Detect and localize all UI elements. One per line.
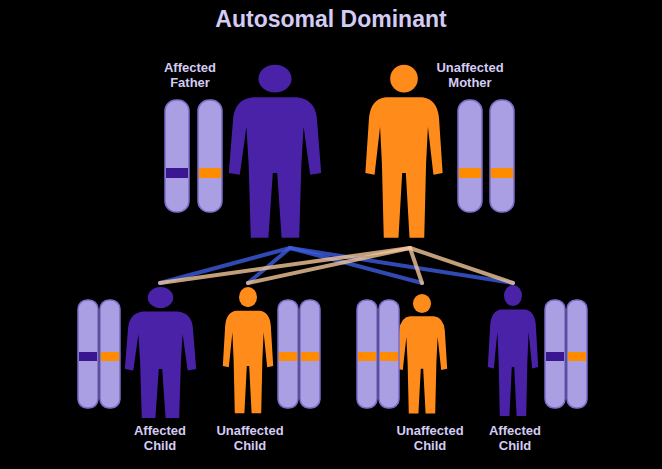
chromosome [100, 300, 120, 408]
mother-figure [365, 65, 442, 238]
chromosome [490, 100, 514, 212]
inheritance-line [160, 248, 410, 283]
child-figure: Affected Child [470, 283, 560, 453]
normal-allele-band [491, 168, 513, 178]
dominant-allele-band [166, 168, 188, 178]
normal-allele-band [301, 352, 319, 361]
chromosome [567, 300, 587, 408]
normal-allele-band [568, 352, 586, 361]
chromosome [545, 300, 565, 408]
inheritance-line [248, 248, 410, 283]
normal-allele-band [199, 168, 221, 178]
person-label: Unaffected Child [390, 423, 470, 453]
person-label: Affected Child [475, 423, 555, 453]
child-figure [223, 287, 273, 413]
person-label: Unaffected Child [210, 423, 290, 453]
chromosome [357, 300, 377, 408]
gene-bands [79, 168, 586, 361]
chromosome [198, 100, 222, 212]
parent-figure: Unaffected Mother [350, 60, 510, 248]
chromosome [458, 100, 482, 212]
chromosomes [78, 100, 587, 408]
child-figure: Affected Child [110, 283, 210, 453]
person-label: Affected Father [150, 60, 230, 90]
diagram-title: Autosomal Dominant [0, 6, 662, 33]
child-figure [125, 287, 196, 418]
child-figure: Unaffected Child [205, 283, 295, 453]
normal-allele-band [459, 168, 481, 178]
child-figure [397, 294, 447, 414]
normal-allele-band [279, 352, 297, 361]
inheritance-line [410, 248, 513, 283]
person-label: Affected Child [120, 423, 200, 453]
normal-allele-band [358, 352, 376, 361]
chromosome [300, 300, 320, 408]
child-figure: Unaffected Child [385, 283, 475, 453]
chromosome [278, 300, 298, 408]
child-figure [488, 285, 538, 416]
dominant-allele-band [546, 352, 564, 361]
chromosome [165, 100, 189, 212]
chromosome [379, 300, 399, 408]
dominant-allele-band [79, 352, 97, 361]
silhouettes [125, 65, 538, 418]
parent-figure: Affected Father [150, 60, 335, 248]
normal-allele-band [101, 352, 119, 361]
chromosome [78, 300, 98, 408]
father-figure [229, 65, 321, 238]
normal-allele-band [380, 352, 398, 361]
person-label: Unaffected Mother [430, 60, 510, 90]
